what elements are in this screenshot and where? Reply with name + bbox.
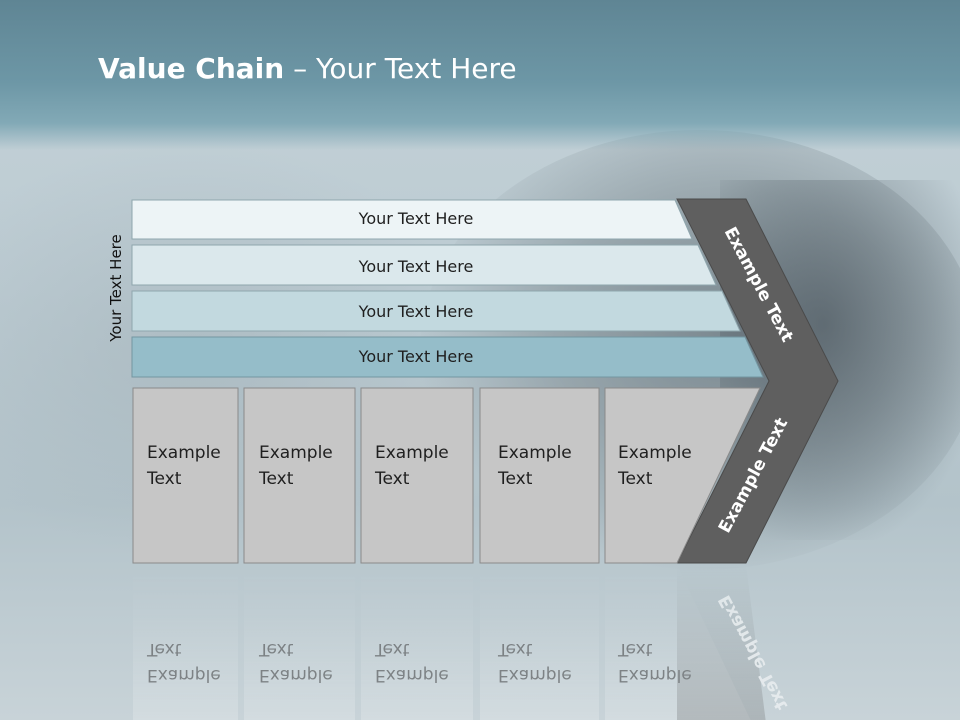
reflection-box — [133, 565, 238, 720]
activity-line2: Text — [617, 469, 653, 489]
reflection-text: Example — [618, 665, 692, 685]
primary-activities: Example Text Example Text Example Text E… — [132, 387, 761, 564]
band-shape — [131, 290, 741, 332]
activity-line2: Text — [497, 469, 533, 489]
activity-line1: Example — [498, 443, 572, 463]
reflection-text: Text — [258, 639, 294, 659]
activity-line1: Example — [375, 443, 449, 463]
band-4[interactable]: Your Text Here — [131, 336, 764, 378]
slide-title[interactable]: Value Chain – Your Text Here — [98, 52, 517, 85]
activity-box-shape — [243, 387, 356, 564]
band-label: Your Text Here — [358, 302, 474, 321]
activity-line1: Example — [147, 443, 221, 463]
activity-line1: Example — [618, 443, 692, 463]
activity-box-shape — [604, 387, 761, 564]
header-band — [0, 0, 960, 150]
band-1[interactable]: Your Text Here — [131, 199, 693, 240]
band-shape — [131, 336, 764, 378]
reflection-text: Text — [617, 639, 653, 659]
reflection-text: Example — [498, 665, 572, 685]
activity-box-3[interactable]: Example Text — [360, 387, 474, 564]
reflection-text: Example — [259, 665, 333, 685]
band-label: Your Text Here — [358, 209, 474, 228]
reflection-text: Text — [497, 639, 533, 659]
activity-box-2[interactable]: Example Text — [243, 387, 356, 564]
band-3[interactable]: Your Text Here — [131, 290, 741, 332]
reflection-text: Example — [147, 665, 221, 685]
reflection-box — [361, 565, 473, 720]
activity-box-shape — [132, 387, 239, 564]
reflection-chevron — [677, 565, 766, 720]
band-2[interactable]: Your Text Here — [131, 244, 717, 286]
reflection-text: Text — [146, 639, 182, 659]
activity-line2: Text — [374, 469, 410, 489]
activity-box-shape — [360, 387, 474, 564]
activity-box-1[interactable]: Example Text — [132, 387, 239, 564]
reflection-box — [244, 565, 355, 720]
title-rest: – Your Text Here — [284, 52, 517, 85]
activity-box-4[interactable]: Example Text — [479, 387, 600, 564]
band-label: Your Text Here — [358, 257, 474, 276]
activity-line2: Text — [258, 469, 294, 489]
activity-line2: Text — [146, 469, 182, 489]
reflection: Text Example Text Example Text Example T… — [133, 565, 792, 720]
title-bold: Value Chain — [98, 52, 285, 85]
reflection-box — [480, 565, 599, 720]
chevron-shape — [676, 198, 839, 564]
band-shape — [131, 244, 717, 286]
activity-line1: Example — [259, 443, 333, 463]
support-bands: Your Text Here Your Text Here Your Text … — [131, 199, 764, 378]
activity-box-shape — [479, 387, 600, 564]
band-shape — [131, 199, 693, 240]
reflection-text: Text — [374, 639, 410, 659]
band-label: Your Text Here — [358, 347, 474, 366]
reflection-text: Example — [375, 665, 449, 685]
activity-box-5[interactable]: Example Text — [604, 387, 761, 564]
